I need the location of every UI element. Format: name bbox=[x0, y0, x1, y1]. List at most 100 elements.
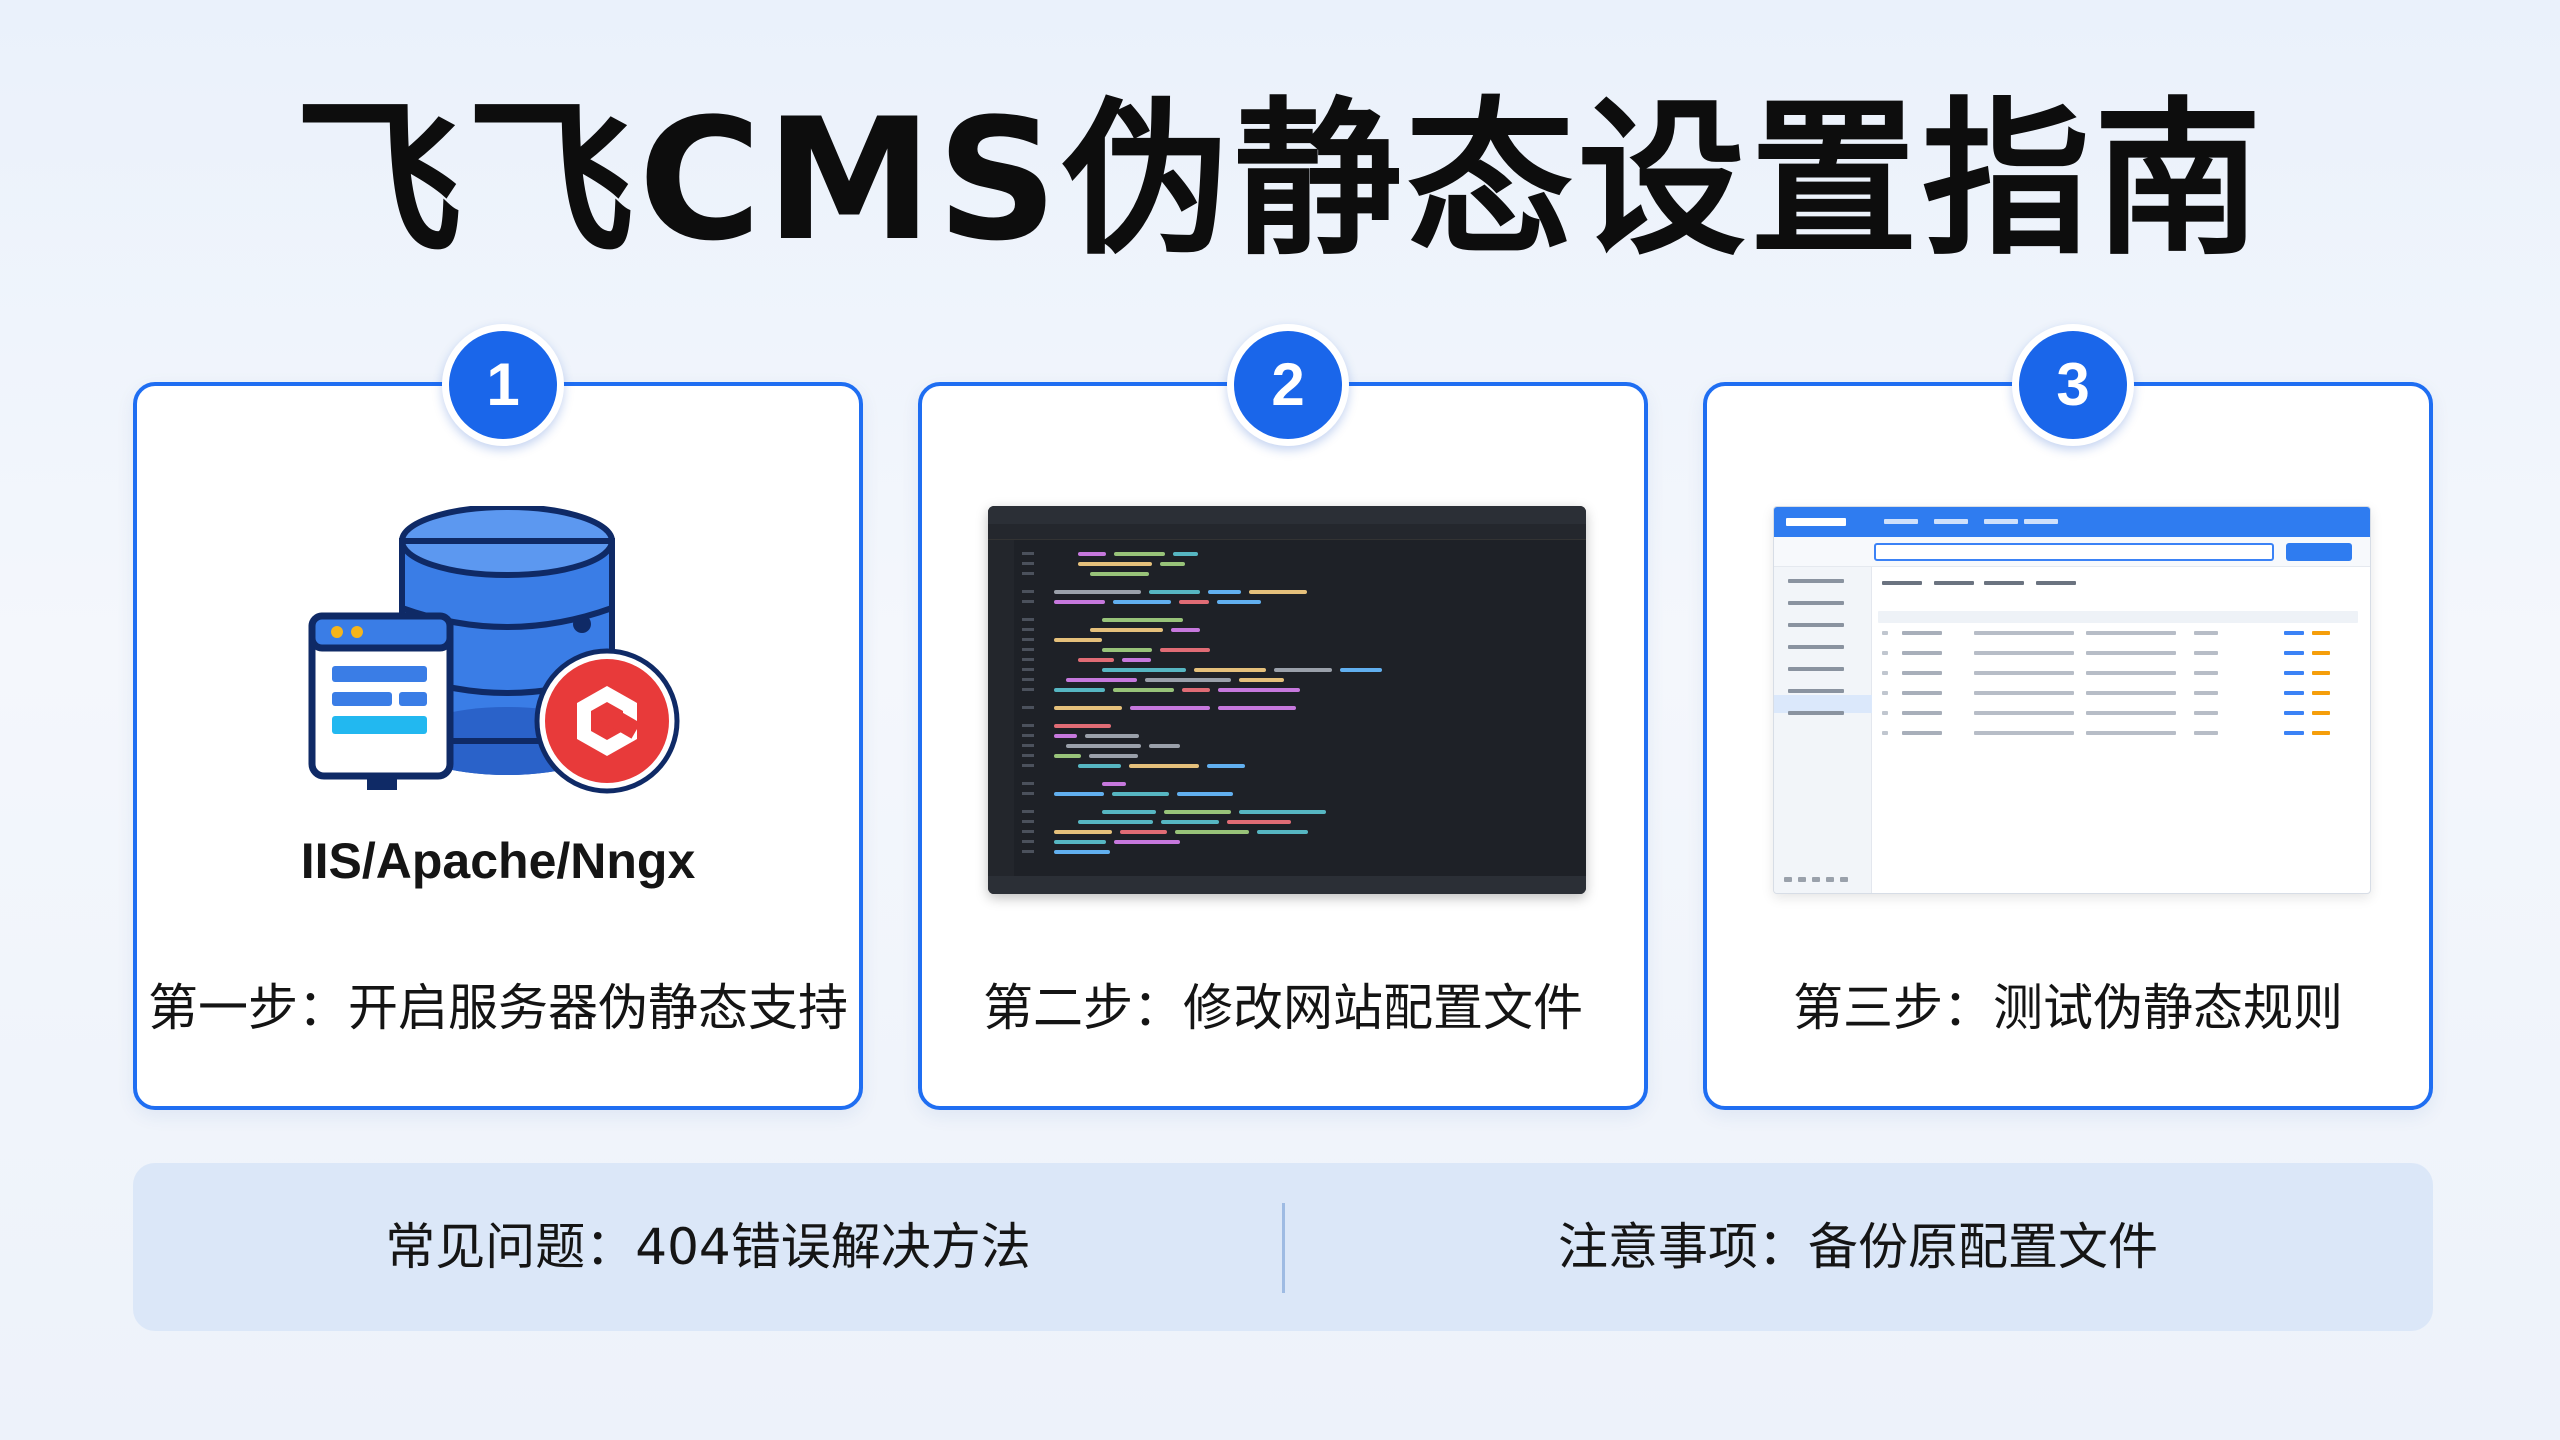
code-line bbox=[1217, 600, 1261, 604]
admin-row-cell bbox=[2086, 711, 2176, 715]
admin-sidebar-item bbox=[1788, 689, 1844, 693]
code-line bbox=[1161, 820, 1219, 824]
code-line bbox=[1054, 688, 1105, 692]
admin-row-cell bbox=[2086, 691, 2176, 695]
admin-row-cell bbox=[2194, 651, 2218, 655]
code-line bbox=[1054, 724, 1111, 728]
code-line bbox=[1102, 648, 1152, 652]
admin-tab bbox=[1882, 581, 1922, 585]
code-line bbox=[1218, 706, 1296, 710]
code-line bbox=[1130, 706, 1210, 710]
code-line bbox=[1066, 744, 1141, 748]
line-number bbox=[1022, 810, 1034, 813]
admin-row-action bbox=[2312, 651, 2330, 655]
admin-row-check bbox=[1882, 631, 1888, 635]
admin-tab bbox=[2036, 581, 2076, 585]
code-line bbox=[1054, 590, 1141, 594]
code-line bbox=[1113, 688, 1174, 692]
caution-tip: 注意事项：备份原配置文件 bbox=[1558, 1218, 2158, 1276]
admin-tab bbox=[1934, 581, 1974, 585]
code-line bbox=[1054, 850, 1110, 854]
admin-row-cell bbox=[2194, 691, 2218, 695]
code-line bbox=[1208, 590, 1241, 594]
admin-row-action bbox=[2284, 691, 2304, 695]
code-line bbox=[1054, 792, 1104, 796]
admin-pager bbox=[1840, 877, 1848, 882]
code-line bbox=[1054, 830, 1112, 834]
code-line bbox=[1129, 764, 1199, 768]
admin-pager bbox=[1798, 877, 1806, 882]
admin-row-action bbox=[2284, 631, 2304, 635]
code-line bbox=[1089, 754, 1138, 758]
step-badge-1: 1 bbox=[442, 324, 564, 446]
admin-row-action bbox=[2312, 731, 2330, 735]
admin-nav-item bbox=[1884, 519, 1918, 524]
admin-row-check bbox=[1882, 731, 1888, 735]
admin-row-cell bbox=[1974, 671, 2074, 675]
admin-row-action bbox=[2312, 691, 2330, 695]
code-line bbox=[1078, 820, 1153, 824]
line-number bbox=[1022, 724, 1034, 727]
admin-row-cell bbox=[1974, 631, 2074, 635]
admin-row-cell bbox=[1974, 651, 2074, 655]
line-number bbox=[1022, 628, 1034, 631]
admin-row-action bbox=[2312, 671, 2330, 675]
code-line bbox=[1173, 552, 1198, 556]
code-line bbox=[1066, 678, 1137, 682]
code-line bbox=[1102, 782, 1126, 786]
admin-row-cell bbox=[1902, 691, 1942, 695]
code-line bbox=[1054, 600, 1105, 604]
admin-nav-item bbox=[1984, 519, 2018, 524]
code-line bbox=[1239, 810, 1326, 814]
admin-row-cell bbox=[1902, 711, 1942, 715]
line-number bbox=[1022, 562, 1034, 565]
admin-nav-item bbox=[2024, 519, 2058, 524]
code-line bbox=[1114, 840, 1180, 844]
line-number bbox=[1022, 668, 1034, 671]
line-number bbox=[1022, 678, 1034, 681]
line-number bbox=[1022, 850, 1034, 853]
admin-panel-screenshot bbox=[1773, 506, 2371, 894]
code-line bbox=[1102, 668, 1186, 672]
admin-pager bbox=[1826, 877, 1834, 882]
admin-row-cell bbox=[2194, 731, 2218, 735]
code-line bbox=[1249, 590, 1307, 594]
step-card-1: 1 bbox=[133, 324, 863, 1110]
admin-row-cell bbox=[2086, 671, 2176, 675]
code-line bbox=[1054, 840, 1106, 844]
code-line bbox=[1114, 552, 1165, 556]
admin-row-cell bbox=[2086, 731, 2176, 735]
code-line bbox=[1102, 810, 1156, 814]
line-number bbox=[1022, 792, 1034, 795]
line-number bbox=[1022, 744, 1034, 747]
code-line bbox=[1078, 658, 1114, 662]
admin-tab bbox=[1984, 581, 2024, 585]
step-badge-3: 3 bbox=[2012, 324, 2134, 446]
admin-sidebar-item bbox=[1788, 623, 1844, 627]
admin-sidebar-item bbox=[1788, 667, 1844, 671]
admin-row-cell bbox=[2194, 671, 2218, 675]
code-line bbox=[1054, 734, 1077, 738]
admin-row-action bbox=[2284, 651, 2304, 655]
admin-row-action bbox=[2284, 711, 2304, 715]
admin-row-check bbox=[1882, 651, 1888, 655]
step-label-2: 第二步：修改网站配置文件 bbox=[983, 979, 1583, 1037]
code-line bbox=[1175, 830, 1249, 834]
line-number bbox=[1022, 552, 1034, 555]
line-number bbox=[1022, 688, 1034, 691]
admin-row-cell bbox=[1902, 651, 1942, 655]
code-line bbox=[1179, 600, 1209, 604]
code-line bbox=[1090, 572, 1149, 576]
admin-row-cell bbox=[1902, 631, 1942, 635]
code-line bbox=[1149, 744, 1180, 748]
admin-row-cell bbox=[2086, 651, 2176, 655]
code-line bbox=[1340, 668, 1382, 672]
admin-row-cell bbox=[1902, 671, 1942, 675]
faq-tip: 常见问题：404错误解决方法 bbox=[385, 1218, 1031, 1276]
admin-row-check bbox=[1882, 691, 1888, 695]
code-line bbox=[1120, 830, 1167, 834]
code-line bbox=[1171, 628, 1200, 632]
line-number bbox=[1022, 618, 1034, 621]
step-label-3: 第三步：测试伪静态规则 bbox=[1793, 979, 2343, 1037]
line-number bbox=[1022, 706, 1034, 709]
